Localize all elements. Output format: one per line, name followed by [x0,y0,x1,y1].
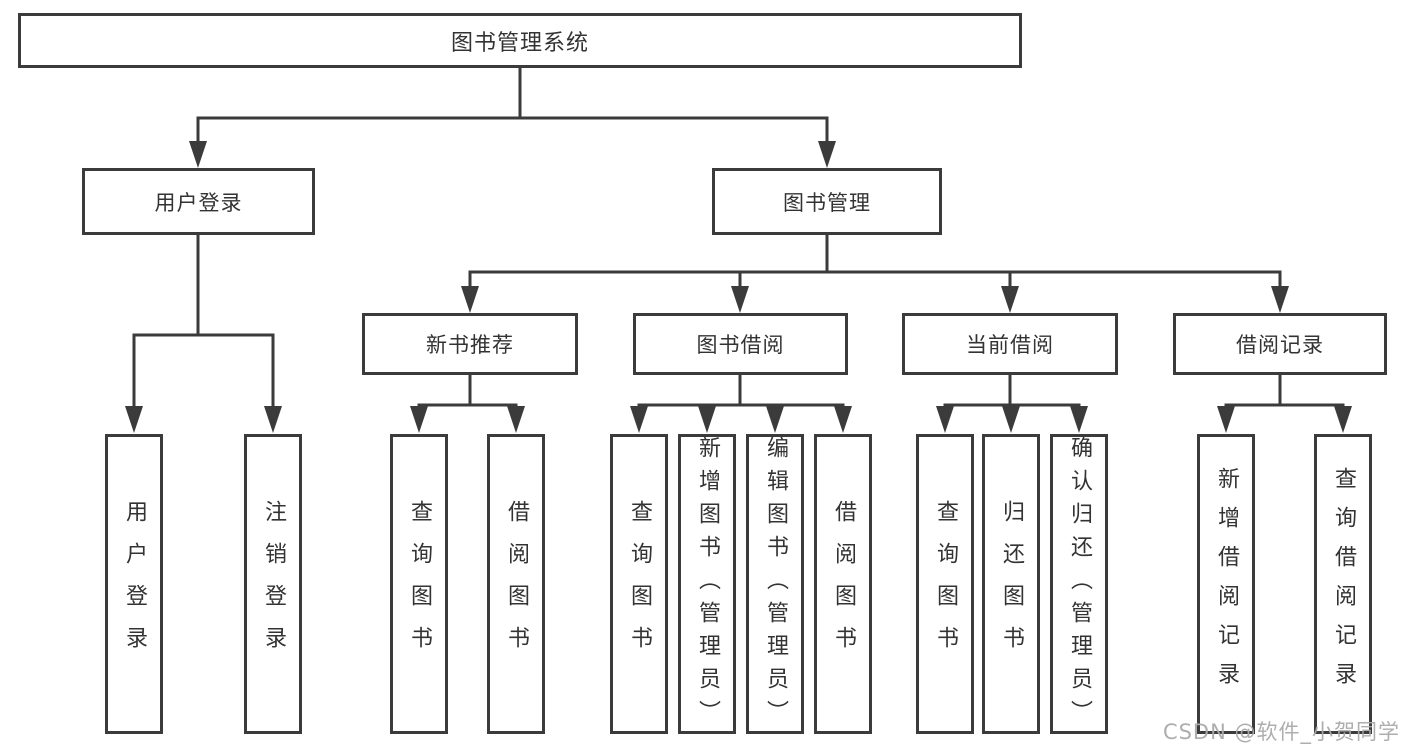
leaf-user-login-label: 用户登录 [122,500,147,668]
node-root-system: 图书管理系统 [18,13,1022,68]
node-borrow-records: 借阅记录 [1173,313,1387,375]
leaf-borrow-books-recommend-label: 借阅图书 [504,500,529,668]
leaf-add-borrow-record-label: 新增借阅记录 [1214,467,1239,701]
node-current-borrow: 当前借阅 [902,313,1118,375]
leaf-query-borrow-record-label: 查询借阅记录 [1331,467,1356,701]
leaf-logout-label: 注销登录 [261,500,286,668]
leaf-return-books: 归还图书 [982,434,1040,734]
csdn-watermark: CSDN @软件_小贺同学 [1162,720,1400,744]
leaf-user-login: 用户登录 [105,434,163,734]
leaf-query-books-current-label: 查询图书 [933,500,958,668]
leaf-logout: 注销登录 [244,434,302,734]
leaf-add-borrow-record: 新增借阅记录 [1197,434,1255,734]
leaf-borrow-books-label: 借阅图书 [831,500,856,668]
leaf-query-books-borrow-label: 查询图书 [627,500,652,668]
node-user-login: 用户登录 [82,168,315,235]
node-book-borrow: 图书借阅 [633,313,848,375]
node-new-book-recommend: 新书推荐 [362,313,578,375]
leaf-return-books-label: 归还图书 [999,500,1024,668]
leaf-query-books-current: 查询图书 [916,434,974,734]
leaf-borrow-books-recommend: 借阅图书 [487,434,545,734]
leaf-edit-books-admin: 编辑图书（管理员） [746,434,804,734]
leaf-confirm-return-admin: 确认归还（管理员） [1050,434,1108,734]
leaf-add-books-admin-label: 新增图书（管理员） [695,435,720,733]
leaf-confirm-return-admin-label: 确认归还（管理员） [1067,435,1092,733]
leaf-edit-books-admin-label: 编辑图书（管理员） [763,435,788,733]
node-book-management: 图书管理 [712,168,942,235]
leaf-query-borrow-record: 查询借阅记录 [1314,434,1372,734]
leaf-query-books-recommend: 查询图书 [390,434,448,734]
leaf-query-books-borrow: 查询图书 [610,434,668,734]
leaf-borrow-books: 借阅图书 [814,434,872,734]
leaf-add-books-admin: 新增图书（管理员） [678,434,736,734]
leaf-query-books-recommend-label: 查询图书 [407,500,432,668]
